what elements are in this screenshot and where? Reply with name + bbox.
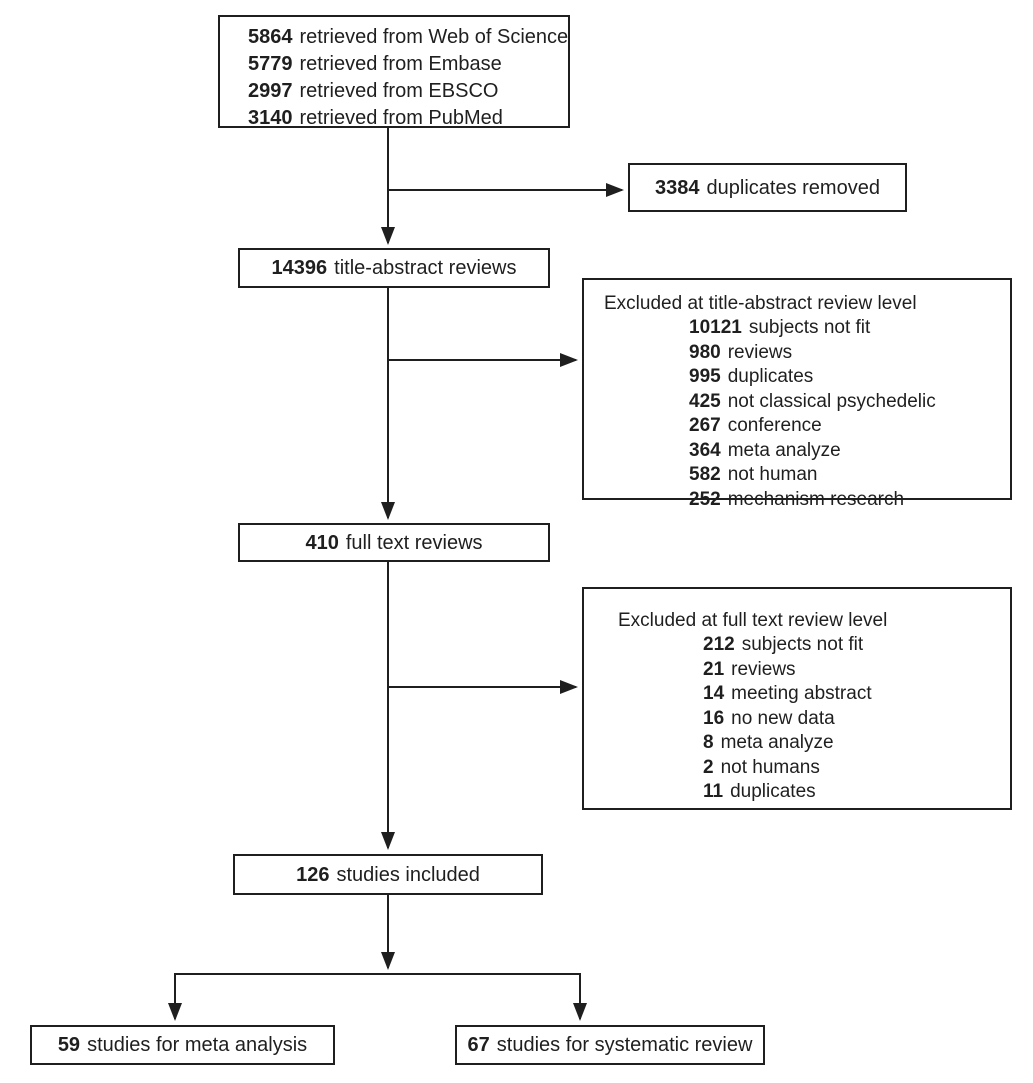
excluded-title-abstract-box: Excluded at title-abstract review level … [582,278,1012,510]
exclusion-label: subjects not fit [748,317,871,338]
exclusion-count: 267 [689,415,721,436]
exclusion-item: 8 meta analyze [703,731,1010,756]
exclusion-label: reviews [731,658,796,680]
exclusion-count: 425 [689,390,721,412]
exclusion-count: 980 [689,341,721,363]
source-line: 2997 retrieved from EBSCO [248,78,568,105]
exclusion-label: not classical psychedelic [727,390,936,412]
duplicates-count: 3384 [655,176,700,199]
exclusion-label: no new data [731,707,835,729]
exclusion-label: reviews [727,341,793,363]
source-label: retrieved from Embase [299,53,502,75]
exclusion-count: 212 [703,634,735,655]
source-line: 5864 retrieved from Web of Science [248,24,568,51]
meta-analysis-count: 59 [57,1034,81,1056]
meta-analysis-label: studies for meta analysis [87,1034,308,1056]
exclusion-count: 995 [689,366,721,387]
excluded-full-text-title: Excluded at full text review level [618,610,888,631]
exclusion-item: 582 not human [689,463,1010,488]
exclusion-item: 11 duplicates [703,780,1010,805]
exclusion-label: subjects not fit [741,634,864,655]
systematic-review-count: 67 [467,1034,490,1056]
exclusion-count: 8 [703,732,714,753]
exclusion-count: 14 [703,683,725,704]
title-abstract-label: title-abstract reviews [334,257,517,279]
exclusion-item: 425 not classical psychedelic [689,390,1010,415]
source-count: 2997 [248,80,293,102]
source-count: 5779 [248,53,293,75]
exclusion-count: 10121 [689,317,742,338]
full-text-label: full text reviews [345,531,483,554]
exclusion-count: 252 [689,488,721,510]
exclusion-count: 21 [703,658,725,680]
included-label: studies included [336,863,480,886]
studies-included-box: 126 studies included [233,854,543,895]
systematic-review-box: 67 studies for systematic review [455,1025,765,1065]
exclusion-item: 21 reviews [703,658,1010,683]
exclusion-item: 980 reviews [689,341,1010,366]
exclusion-item: 995 duplicates [689,365,1010,390]
source-count: 5864 [248,26,293,48]
duplicates-label: duplicates removed [706,176,880,199]
full-text-count: 410 [305,531,339,554]
exclusion-label: not humans [720,756,820,778]
source-line: 3140 retrieved from PubMed [248,105,568,132]
exclusion-item: 10121 subjects not fit [689,316,1010,341]
exclusion-count: 11 [703,781,724,802]
title-abstract-reviews-box: 14396 title-abstract reviews [238,248,550,288]
exclusion-label: duplicates [730,781,816,802]
exclusion-label: meta analyze [727,439,841,461]
exclusion-count: 582 [689,464,721,485]
title-abstract-count: 14396 [271,257,328,279]
exclusion-item: 2 not humans [703,756,1010,781]
source-line: 5779 retrieved from Embase [248,51,568,78]
exclusion-label: meeting abstract [731,683,872,704]
exclusion-count: 2 [703,756,714,778]
source-label: retrieved from EBSCO [299,80,499,102]
meta-analysis-box: 59 studies for meta analysis [30,1025,335,1065]
included-count: 126 [296,863,330,886]
exclusion-item: 364 meta analyze [689,439,1010,464]
exclusion-item: 267 conference [689,414,1010,439]
exclusion-label: not human [727,464,818,485]
exclusion-count: 16 [703,707,725,729]
exclusion-label: conference [727,415,822,436]
exclusion-count: 364 [689,439,721,461]
exclusion-item: 16 no new data [703,707,1010,732]
full-text-reviews-box: 410 full text reviews [238,523,550,562]
sources-box: 5864 retrieved from Web of Science 5779 re… [218,15,570,129]
exclusion-item: 212 subjects not fit [703,633,1010,658]
source-label: retrieved from PubMed [299,107,503,129]
exclusion-label: duplicates [727,366,814,387]
source-count: 3140 [248,107,293,129]
source-label: retrieved from Web of Science [299,26,569,48]
exclusion-label: mechanism research [727,488,905,510]
duplicates-removed-box: 3384 duplicates removed [628,163,907,212]
exclusion-label: meta analyze [720,732,834,753]
exclusion-item: 14 meeting abstract [703,682,1010,707]
exclusion-item: 252 mechanism research [689,488,1010,513]
systematic-review-label: studies for systematic review [496,1034,753,1056]
excluded-title-abstract-title: Excluded at title-abstract review level [604,293,917,314]
